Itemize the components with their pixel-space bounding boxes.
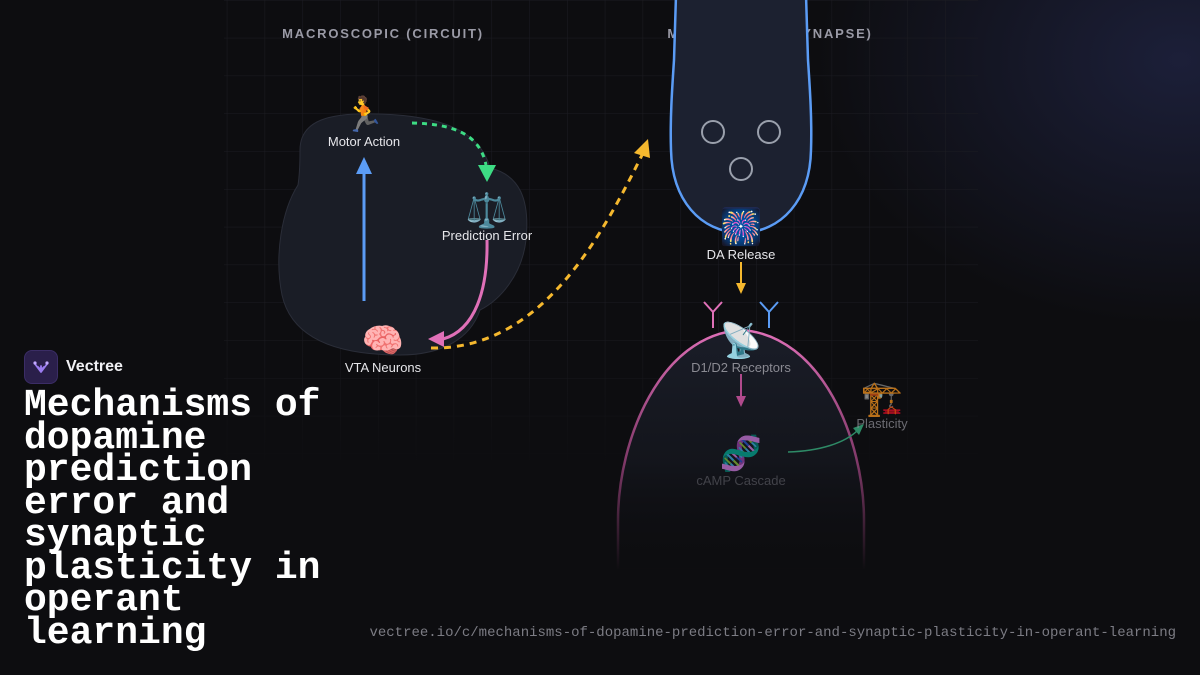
- arrowhead-camp-to-plasticity: [853, 424, 864, 435]
- page-url[interactable]: vectree.io/c/mechanisms-of-dopamine-pred…: [369, 625, 1176, 641]
- arrowhead-vta-to-release: [634, 139, 650, 158]
- node-prediction-error[interactable]: ⚖️ Prediction Error: [442, 191, 533, 243]
- arrowhead-release-to-receptors: [736, 283, 746, 294]
- node-label: Motor Action: [328, 134, 400, 149]
- node-label: DA Release: [707, 247, 776, 262]
- node-label: cAMP Cascade: [696, 473, 785, 488]
- node-label: D1/D2 Receptors: [691, 360, 791, 375]
- arrow-prediction-to-vta: [442, 239, 489, 341]
- running-person-icon: 🏃: [343, 95, 385, 135]
- node-camp-cascade[interactable]: 🧬 cAMP Cascade: [696, 433, 785, 488]
- vesicle: [729, 157, 753, 181]
- node-motor-action[interactable]: 🏃 Motor Action: [328, 95, 400, 149]
- arrowhead-vta-to-motor: [356, 157, 372, 174]
- section-label-circuit: MACROSCOPIC (CIRCUIT): [282, 26, 484, 41]
- page-title: Mechanisms of dopamine prediction error …: [24, 384, 321, 655]
- vectree-logo-icon: [24, 350, 58, 384]
- arrow-vta-to-release: [430, 154, 644, 350]
- arrow-camp-to-plasticity: [787, 429, 859, 453]
- presynaptic-terminal: [669, 0, 813, 235]
- receptor-d2-icon: [759, 301, 779, 328]
- fireworks-icon: 🎆: [720, 208, 762, 248]
- satellite-dish-icon: 📡: [720, 319, 762, 361]
- balance-scale-icon: ⚖️: [466, 191, 508, 231]
- brain-icon: 🧠: [362, 321, 404, 361]
- node-label: Prediction Error: [442, 228, 533, 243]
- node-d1d2-receptors[interactable]: 📡 D1/D2 Receptors: [691, 319, 791, 375]
- icon-tile: [722, 207, 760, 245]
- postsynaptic-membrane: [616, 328, 866, 572]
- node-da-release[interactable]: 🎆 DA Release: [707, 207, 776, 262]
- arrowhead-prediction-to-vta: [428, 331, 444, 347]
- receptor-d1-icon: [703, 301, 723, 328]
- node-label: VTA Neurons: [345, 360, 422, 375]
- node-plasticity[interactable]: 🏗️ Plasticity: [856, 379, 908, 431]
- construction-crane-icon: 🏗️: [861, 379, 903, 419]
- node-label: Plasticity: [856, 416, 908, 431]
- vesicle: [701, 120, 725, 144]
- brand-name: Vectree: [66, 358, 123, 375]
- circuit-region-blob: [278, 113, 528, 356]
- arrowhead-motor-to-prediction: [478, 165, 496, 182]
- node-vta-neurons[interactable]: 🧠 VTA Neurons: [345, 321, 422, 375]
- vesicle: [757, 120, 781, 144]
- arrow-motor-to-prediction: [411, 121, 488, 166]
- brand[interactable]: Vectree: [24, 350, 123, 384]
- arrowhead-receptors-to-camp: [736, 396, 746, 407]
- dna-icon: 🧬: [720, 433, 762, 474]
